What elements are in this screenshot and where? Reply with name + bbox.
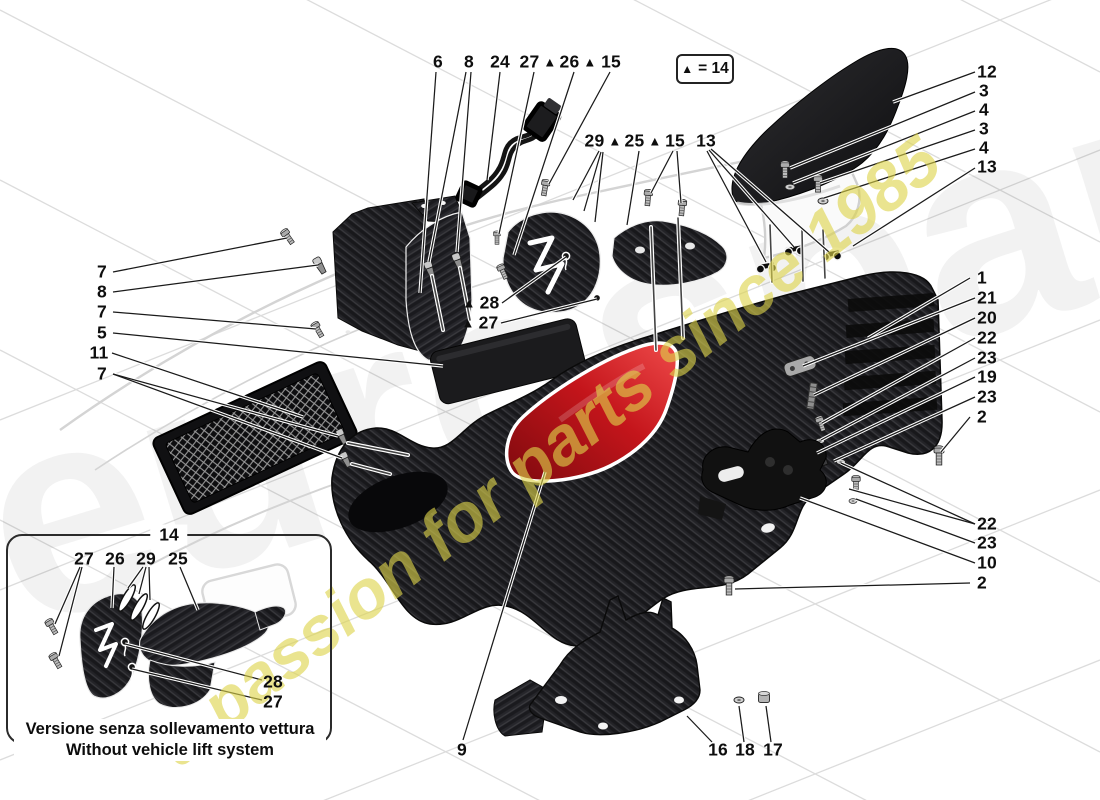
callout-25-mid: 25▲ [624, 130, 662, 151]
console-duct-rear [611, 220, 728, 286]
triangle-icon: ▲ [543, 54, 557, 70]
callout-25-inset: 25 [168, 548, 188, 569]
callout-23-b: 23 [977, 386, 997, 407]
triangle-icon: ▲ [461, 315, 475, 331]
support-bracket [493, 595, 701, 737]
callout-8-left: 8 [97, 281, 107, 302]
spring [806, 382, 818, 410]
callout-2-a: 2 [977, 406, 987, 427]
triangle-icon: ▲ [583, 54, 597, 70]
callout-29-mid: 29▲ [584, 130, 622, 151]
callout-7-a: 7 [97, 261, 107, 282]
callout-7-c: 7 [97, 363, 107, 384]
callout-13-right: 13 [977, 156, 997, 177]
wiring-harness [455, 98, 562, 208]
callout-27-inset-b: 27 [263, 691, 283, 712]
callout-22-b: 22 [977, 513, 997, 534]
lever-bracket [698, 428, 827, 520]
callout-18: 18 [735, 739, 755, 760]
callout-24: 24 [490, 51, 510, 72]
triangle-icon: ▲ [648, 133, 662, 149]
legend-box: ▲ = 14 [676, 54, 734, 84]
callout-3-a: 3 [979, 80, 989, 101]
inset-caption-english: Without vehicle lift system [66, 741, 274, 759]
seat-cushion [731, 47, 909, 206]
callout-1: 1 [977, 267, 987, 288]
mesh-grille [152, 361, 358, 515]
callout-12: 12 [977, 61, 997, 82]
callout-3-b: 3 [979, 118, 989, 139]
callout-5: 5 [97, 322, 107, 343]
inset-caption: Versione senza sollevamento vettura With… [14, 719, 326, 761]
callout-23-a: 23 [977, 347, 997, 368]
mounting-studs [346, 216, 827, 476]
callout-4-a: 4 [979, 99, 989, 120]
callout-2-b: 2 [977, 572, 987, 593]
callout-23-c: 23 [977, 532, 997, 553]
callout-22-a: 22 [977, 327, 997, 348]
callout-26-inset: 26 [105, 548, 125, 569]
callout-6: 6 [433, 51, 443, 72]
callout-15-top: 15 [601, 51, 621, 72]
callout-28-tri: ▲28 [462, 292, 500, 313]
support-bracket-fixings [723, 575, 770, 704]
triangle-icon: ▲ [681, 62, 694, 76]
callout-27-tri: ▲27 [461, 312, 499, 333]
callout-27-top: 27▲ [519, 51, 557, 72]
callout-27-inset-a: 27 [74, 548, 94, 569]
legend-text: = 14 [698, 60, 729, 77]
callout-15-mid: 15 [665, 130, 685, 151]
callout-16: 16 [708, 739, 728, 760]
armrest-leather-insert [504, 341, 679, 483]
callout-19: 19 [977, 366, 997, 387]
triangle-icon: ▲ [608, 133, 622, 149]
callout-17: 17 [763, 739, 783, 760]
callout-14-inset: 14 [150, 524, 188, 546]
triangle-icon: ▲ [462, 295, 476, 311]
callout-8-top: 8 [464, 51, 474, 72]
callout-13-mid: 13 [696, 130, 716, 151]
inset-caption-italian: Versione senza sollevamento vettura [25, 720, 315, 738]
callout-29-inset: 29 [136, 548, 156, 569]
callout-4-b: 4 [979, 137, 989, 158]
callout-10: 10 [977, 552, 997, 573]
callout-7-b: 7 [97, 301, 107, 322]
console-duct-front [502, 211, 602, 314]
inset-duct-assembly [79, 584, 287, 708]
callout-9: 9 [457, 739, 467, 760]
callout-26-top: 26▲ [559, 51, 597, 72]
callout-21: 21 [977, 287, 997, 308]
callout-11: 11 [89, 342, 109, 363]
callout-28-inset: 28 [263, 671, 283, 692]
rubber-mat [430, 318, 586, 405]
callout-20: 20 [977, 307, 997, 328]
